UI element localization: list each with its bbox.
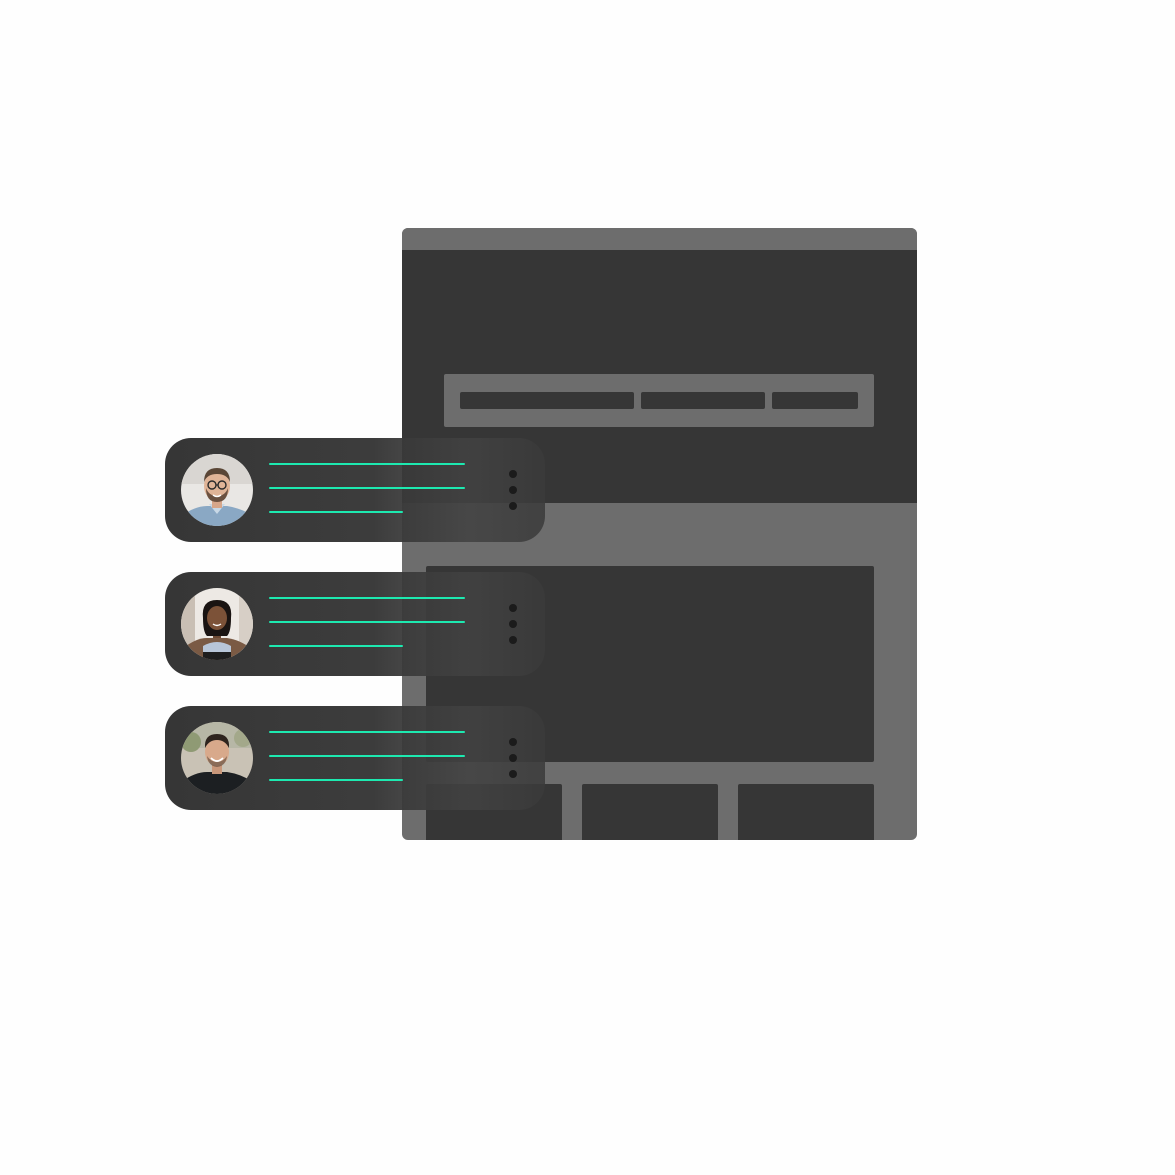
profile-card[interactable] <box>165 706 545 810</box>
kebab-dot <box>509 636 517 644</box>
text-line-placeholder <box>269 731 465 733</box>
kebab-dot <box>509 502 517 510</box>
content-tile <box>582 784 718 840</box>
nav-item-placeholder[interactable] <box>641 392 765 409</box>
text-line-placeholder <box>269 621 465 623</box>
text-line-placeholder <box>269 487 465 489</box>
avatar <box>181 722 253 794</box>
kebab-dot <box>509 470 517 478</box>
kebab-dot <box>509 770 517 778</box>
person-woman-avatar-icon <box>181 588 253 660</box>
person-man-smiling-avatar-icon <box>181 722 253 794</box>
person-man-glasses-avatar-icon <box>181 454 253 526</box>
avatar <box>181 588 253 660</box>
avatar <box>181 454 253 526</box>
text-line-placeholder <box>269 779 403 781</box>
browser-top-bar <box>402 228 917 250</box>
text-line-placeholder <box>269 645 403 647</box>
kebab-dot <box>509 754 517 762</box>
content-tile <box>738 784 874 840</box>
kebab-dot <box>509 738 517 746</box>
text-line-placeholder <box>269 755 465 757</box>
kebab-dot <box>509 604 517 612</box>
kebab-menu-icon[interactable] <box>503 468 523 512</box>
kebab-dot <box>509 486 517 494</box>
kebab-dot <box>509 620 517 628</box>
nav-item-placeholder[interactable] <box>460 392 634 409</box>
kebab-menu-icon[interactable] <box>503 602 523 646</box>
text-line-placeholder <box>269 463 465 465</box>
profile-card[interactable] <box>165 572 545 676</box>
kebab-menu-icon[interactable] <box>503 736 523 780</box>
profile-card[interactable] <box>165 438 545 542</box>
text-line-placeholder <box>269 597 465 599</box>
nav-item-placeholder[interactable] <box>772 392 858 409</box>
navigation-bar <box>444 374 874 427</box>
text-line-placeholder <box>269 511 403 513</box>
